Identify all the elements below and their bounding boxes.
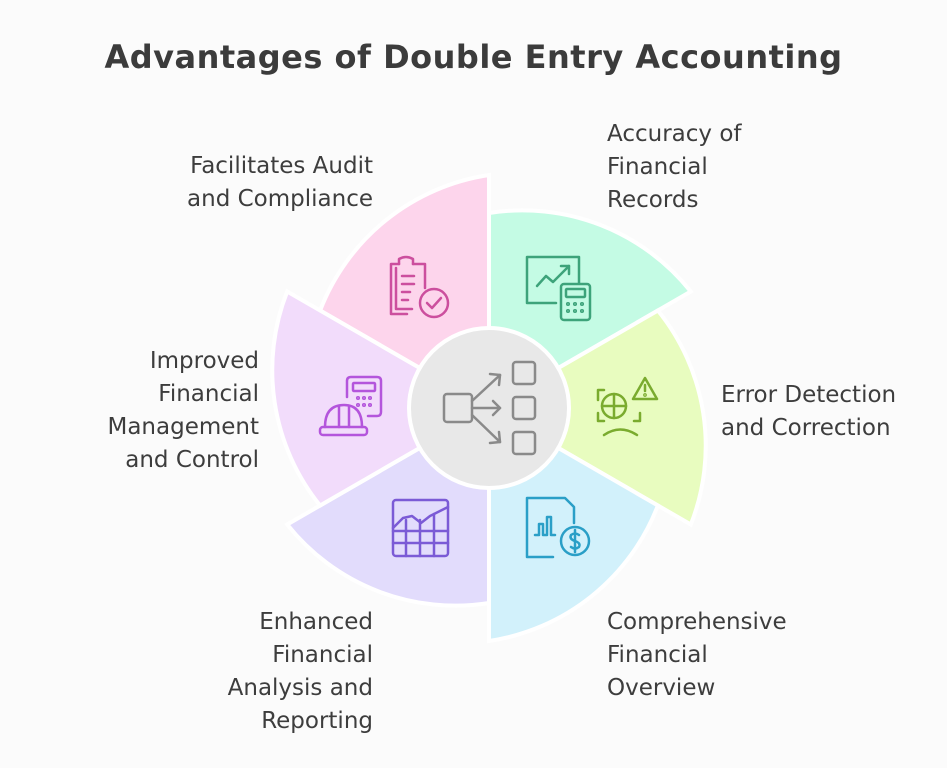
label-line: Improved (149, 348, 259, 374)
label-analysis: Enhanced Financial Analysis and Reportin… (228, 606, 373, 738)
hardhat-calculator-icon (318, 375, 383, 437)
label-overview: Comprehensive Financial Overview (607, 606, 787, 705)
label-audit: Facilitates Audit and Compliance (187, 150, 373, 216)
label-line: Overview (607, 675, 716, 701)
label-line: Analysis and (227, 675, 373, 701)
label-line: Comprehensive (607, 609, 787, 635)
label-line: and Control (125, 447, 259, 473)
chart-grid-icon (391, 498, 450, 558)
label-management: Improved Financial Management and Contro… (107, 345, 259, 477)
label-line: and Compliance (187, 186, 373, 212)
report-dollar-icon (525, 496, 591, 559)
label-line: Records (607, 187, 699, 213)
label-line: Error Detection (721, 382, 897, 408)
clipboard-check-icon (389, 255, 450, 319)
error-scan-warning-icon (596, 376, 659, 437)
one-to-many-flow-icon (442, 360, 537, 456)
label-line: and Correction (721, 415, 891, 441)
label-line: Facilitates Audit (190, 153, 373, 179)
label-line: Financial (607, 154, 708, 180)
label-line: Accuracy of (607, 121, 742, 147)
label-error: Error Detection and Correction (721, 379, 896, 445)
chart-calculator-icon (525, 255, 592, 322)
page-title: Advantages of Double Entry Accounting (104, 38, 843, 76)
label-line: Financial (158, 381, 259, 407)
label-accuracy: Accuracy of Financial Records (607, 118, 742, 217)
label-line: Management (107, 414, 259, 440)
label-line: Financial (607, 642, 708, 668)
label-line: Financial (272, 642, 373, 668)
label-line: Reporting (261, 708, 373, 734)
label-line: Enhanced (259, 609, 373, 635)
